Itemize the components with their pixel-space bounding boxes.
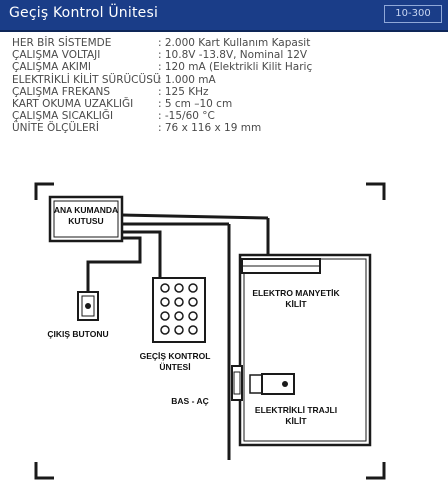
page-title: Geçiş Kontrol Ünitesi	[9, 5, 159, 21]
access-controller-keypad	[152, 277, 206, 343]
spec-row: ÇALIŞMA SICAKLIĞI : -15/60 °C	[12, 110, 312, 122]
spec-label: ÇALIŞMA VOLTAJI	[12, 49, 101, 62]
spec-row: ELEKTRİKLİ KİLİT SÜRÜCÜSÜ: 1.000 mA	[12, 74, 312, 86]
spec-label: ÇALIŞMA AKIMI	[12, 61, 92, 74]
spec-value: : 1.000 mA	[158, 73, 216, 86]
header-bar: Geçiş Kontrol Ünitesi 10-300	[0, 0, 448, 32]
spec-label: KART OKUMA UZAKLIĞI	[12, 97, 134, 110]
spec-row: ÇALIŞMA VOLTAJI : 10.8V -13.8V, Nominal 1…	[12, 49, 312, 61]
main-control-box	[48, 195, 124, 243]
main-box-label-1: ANA KUMANDA	[54, 205, 118, 215]
spec-label: ÇALIŞMA SICAKLIĞI	[12, 110, 114, 123]
exit-button	[77, 291, 99, 321]
magnetic-lock	[241, 258, 321, 274]
spec-value: : 5 cm –10 cm	[158, 97, 233, 110]
spec-label: ÜNİTE ÖLÇÜLERİ	[12, 122, 100, 135]
wires	[86, 213, 270, 460]
magnetic-lock-label-1: ELEKTRO MANYETİK	[252, 288, 340, 298]
spec-row: ÇALIŞMA FREKANS : 125 KHz	[12, 86, 312, 98]
spec-value: : 76 x 116 x 19 mm	[158, 122, 262, 135]
spec-value: : 125 KHz	[158, 85, 209, 98]
model-badge: 10-300	[384, 5, 442, 23]
electric-strike-label-2: KİLİT	[285, 416, 307, 426]
spec-label: HER BİR SİSTEMDE	[12, 37, 112, 49]
magnetic-lock-label-2: KİLİT	[285, 299, 307, 309]
controller-label-2: ÜNTESİ	[159, 362, 190, 372]
main-box-label-2: KUTUSU	[68, 216, 103, 226]
electric-strike-label-1: ELEKTRİKLİ TRAJLI	[255, 405, 337, 415]
spec-value: : 2.000 Kart Kullanım Kapasit	[158, 37, 311, 49]
spec-value: : 120 mA (Elektrikli Kilit Hariç	[158, 61, 313, 74]
spec-value: : 10.8V -13.8V, Nominal 12V	[158, 49, 308, 62]
spec-value: : -15/60 °C	[158, 110, 215, 123]
spec-list: HER BİR SİSTEMDE : 2.000 Kart Kullanım Ka…	[12, 37, 312, 135]
spec-label: ÇALIŞMA FREKANS	[12, 85, 111, 98]
spec-row: HER BİR SİSTEMDE : 2.000 Kart Kullanım Ka…	[12, 37, 312, 49]
spec-row: ÇALIŞMA AKIMI : 120 mA (Elektrikli Kilit …	[12, 61, 312, 73]
spec-label: ELEKTRİKLİ KİLİT SÜRÜCÜSÜ	[12, 73, 161, 86]
electric-strike-lock	[231, 365, 295, 401]
spec-row: KART OKUMA UZAKLIĞI : 5 cm –10 cm	[12, 98, 312, 110]
spec-row: ÜNİTE ÖLÇÜLERİ : 76 x 116 x 19 mm	[12, 122, 312, 134]
frame-brackets	[34, 182, 386, 480]
door	[238, 253, 372, 447]
exit-button-label: ÇIKIŞ BUTONU	[47, 329, 108, 339]
controller-label-1: GEÇİŞ KONTROL	[140, 351, 211, 361]
door-release-label: BAS - AÇ	[171, 396, 208, 406]
